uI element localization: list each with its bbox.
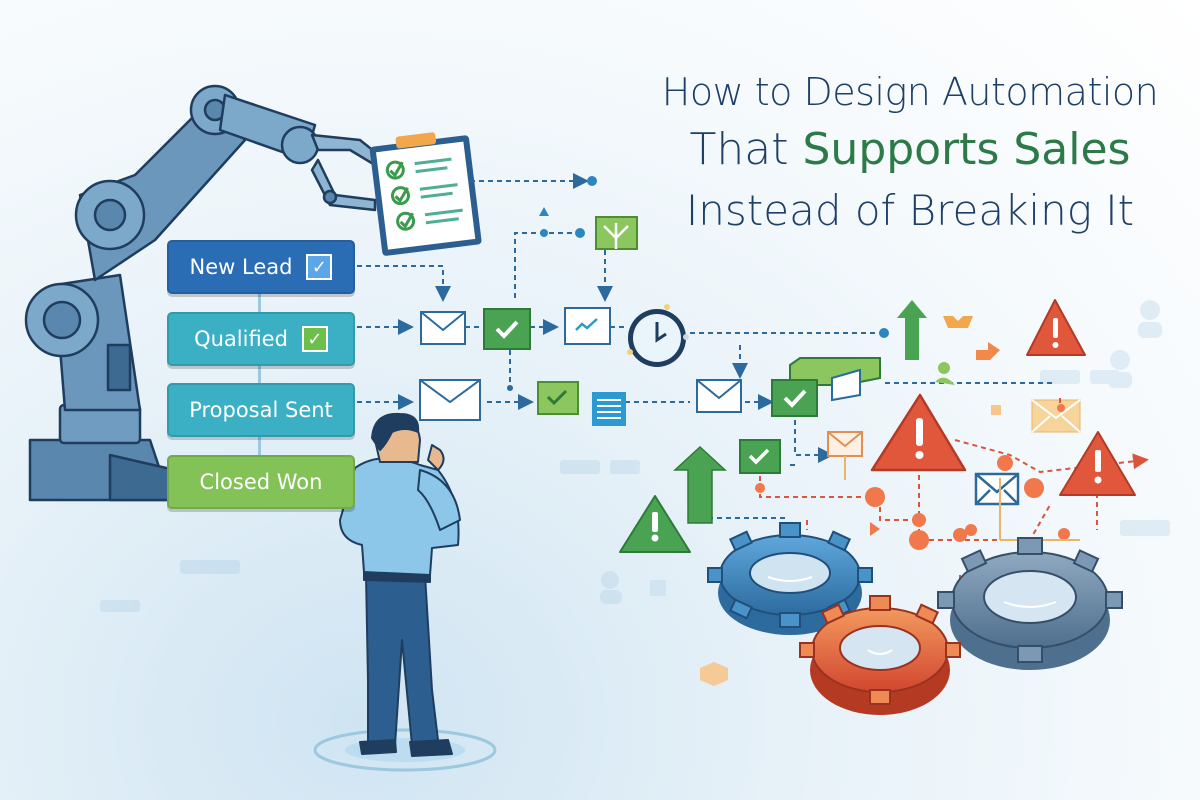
up-arrow-icon [897,300,927,360]
flow-nodes [419,216,1081,506]
clock-icon [627,304,689,367]
stage-proposal-sent[interactable]: Proposal Sent [167,383,355,437]
checklist-clipboard [369,132,482,256]
funnel-node-icon [595,216,638,250]
stage-qualified[interactable]: Qualified ✓ [167,312,355,366]
envelope-icon [974,472,1020,506]
check-node-icon [483,308,531,350]
stage-closed-won[interactable]: Closed Won [167,455,355,509]
envelope-icon [1031,399,1081,433]
envelope-icon [696,379,742,413]
trend-box-icon [564,307,611,345]
title-line-1: How to Design Automation [661,70,1159,114]
stage-connector [258,294,261,314]
title-line-2-prefix: That [689,124,803,175]
envelope-icon [420,311,466,345]
flow-connectors [357,173,1055,519]
stage-label: Qualified [194,327,288,351]
check-node-icon [771,379,818,417]
warning-icon [1059,431,1136,496]
person-figure [313,412,497,772]
envelope-icon [419,379,481,421]
warning-icon [870,393,967,472]
gear-icon-red [799,595,961,715]
hex-fragment-icon [700,662,728,686]
up-arrow-icon [673,445,727,524]
stage-connector [258,364,261,384]
check-node-icon [739,439,781,474]
check-node-icon [537,381,579,415]
envelope-icon [827,431,863,457]
stage-label: Proposal Sent [189,398,333,422]
stage-connector [258,436,261,456]
warning-icon [1026,299,1086,356]
warning-triangles [619,299,1136,553]
broken-nodes [755,404,1070,550]
warning-icon [619,495,691,553]
page-title: How to Design Automation That Supports S… [660,66,1160,240]
gear-icon-gray [937,537,1123,670]
person-node-icon [935,362,955,385]
title-line-3: Instead of Breaking It [685,186,1135,235]
crate-icon [789,357,881,402]
title-line-2: That Supports Sales [660,120,1160,180]
robot-arm [24,84,387,502]
checkbox-checked-icon[interactable]: ✓ [301,326,328,352]
title-accent: Supports Sales [802,124,1131,175]
handshake-icon [943,316,973,328]
pointer-icon [976,342,1000,360]
document-icon [592,392,626,426]
stage-new-lead[interactable]: New Lead ✓ [167,240,355,294]
checkbox-checked-icon[interactable]: ✓ [306,254,333,280]
stage-label: Closed Won [199,470,323,494]
stage-label: New Lead [189,255,293,279]
